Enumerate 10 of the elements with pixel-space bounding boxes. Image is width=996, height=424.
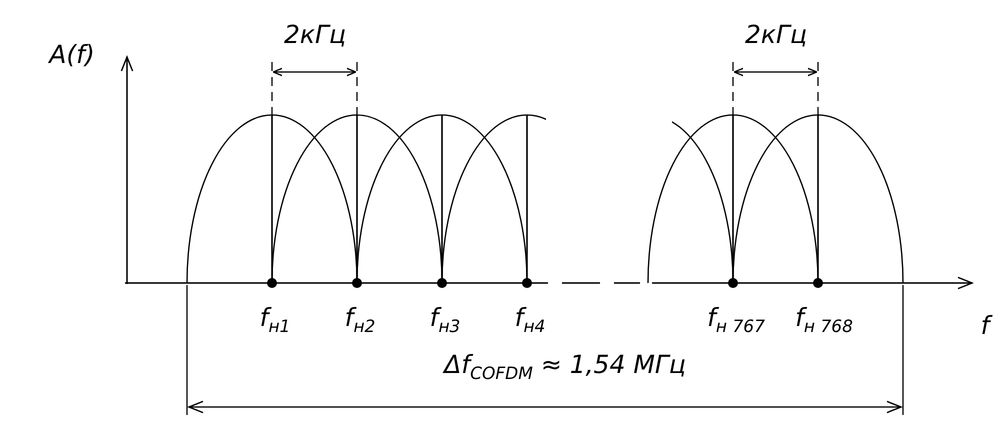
frequency-label: f$_{н 768}$ xyxy=(795,305,853,336)
axis-label: A(f) xyxy=(49,42,95,67)
dimension-label: 2кГц xyxy=(284,22,346,47)
frequency-label: f$_{н2}$ xyxy=(344,305,376,336)
frequency-label: f$_{н4}$ xyxy=(514,305,546,336)
frequency-label: f$_{н 767}$ xyxy=(707,305,765,336)
bandwidth-label: Δf$_{COFDM}$ ≈ 1,54 МГц xyxy=(444,352,686,383)
frequency-label: f$_{н1}$ xyxy=(260,305,290,336)
dimension-label: 2кГц xyxy=(745,22,807,47)
frequency-label: f$_{н3}$ xyxy=(430,305,460,336)
